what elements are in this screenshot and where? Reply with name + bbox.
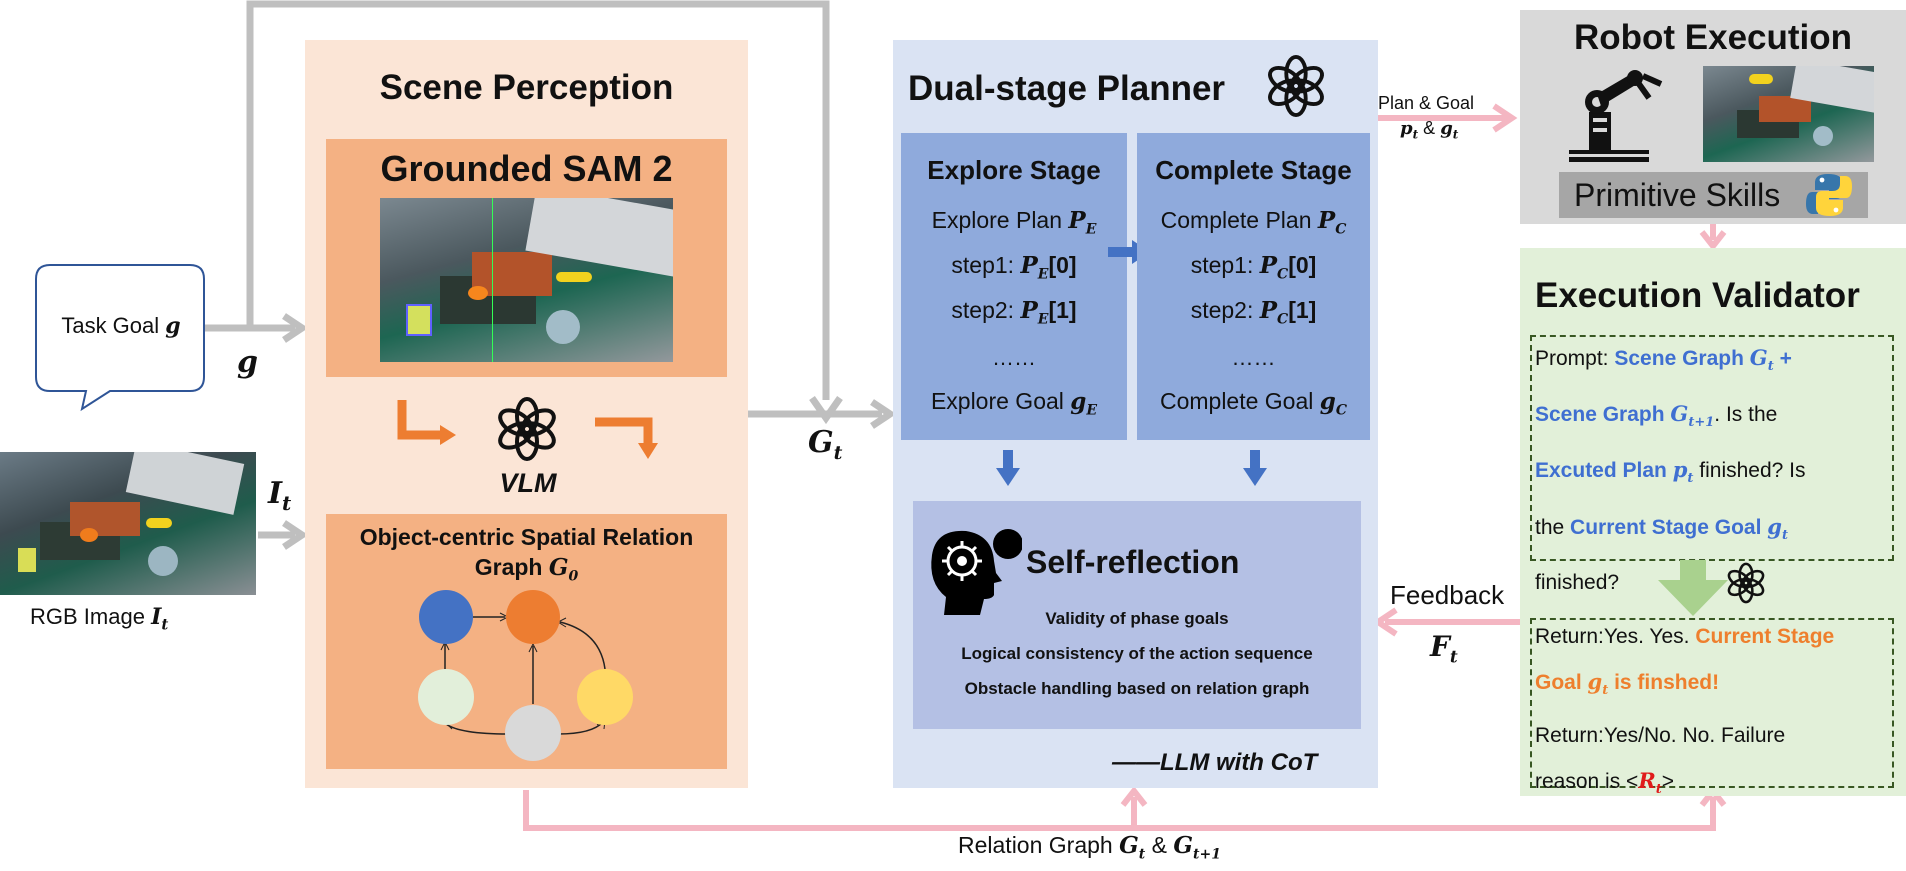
validator-openai-icon xyxy=(1727,562,1765,604)
complete-step1: step1: PC[0] xyxy=(1190,252,1317,283)
validator-prompt-box xyxy=(1530,335,1894,561)
goal-edge-label: g xyxy=(237,345,258,380)
execution-validator-title: Execution Validator xyxy=(1535,276,1860,315)
validator-prompt-text: Prompt: Scene Graph Gt + Scene Graph Gt+… xyxy=(1535,345,1806,594)
brain-head-icon xyxy=(931,529,1022,615)
self-reflection-title: Self-reflection xyxy=(1026,544,1240,580)
complete-step2: step2: PC[1] xyxy=(1190,297,1317,328)
self-reflection-box xyxy=(913,501,1361,729)
validator-down-arrow xyxy=(1658,560,1728,616)
scene-perception-title: Scene Perception xyxy=(379,68,674,107)
relation-graph-nodes xyxy=(418,590,633,761)
goal-loop-arrowhead xyxy=(809,395,843,425)
explore-goal: Explore Goal gE xyxy=(930,388,1098,419)
planner-openai-icon xyxy=(1268,54,1324,118)
reflection-item-2: Logical consistency of the action sequen… xyxy=(961,644,1313,663)
robot-arm-icon xyxy=(1569,70,1663,162)
image-edge-label: It xyxy=(268,476,292,515)
relation-graph-title-1: Object-centric Spatial Relation xyxy=(359,524,694,550)
feedback-label: Feedback xyxy=(1390,580,1505,610)
robot-photo xyxy=(1703,66,1874,162)
graph-node-gray xyxy=(505,705,561,761)
gt-edge-label: Gt xyxy=(808,425,843,464)
relation-graph-title-2: Graph G0 xyxy=(474,554,579,585)
sam-segmentation-image xyxy=(380,198,673,362)
relation-graph-line xyxy=(523,790,1716,831)
validator-return-box xyxy=(1530,618,1894,788)
task-goal-label: Task Goal g xyxy=(61,313,181,339)
complete-dots: …… xyxy=(1231,345,1276,370)
planner-title: Dual-stage Planner xyxy=(908,69,1226,108)
goal-loop-line xyxy=(246,0,830,400)
validator-return-text: Return:Yes. Yes. Current Stage Goal gt i… xyxy=(1535,625,1835,798)
python-icon xyxy=(1806,174,1852,216)
explore-plan: Explore Plan PE xyxy=(931,207,1097,238)
graph-node-green xyxy=(418,669,474,725)
complete-down-arrow xyxy=(1243,450,1267,486)
reflection-item-3: Obstacle handling based on relation grap… xyxy=(964,679,1310,698)
graph-node-yellow xyxy=(577,669,633,725)
llm-cot-label: ——LLM with CoT xyxy=(1112,749,1318,776)
complete-stage-box xyxy=(1137,133,1370,440)
relation-graph-label: Relation Graph Gt & Gt+1 xyxy=(958,832,1221,863)
explore-stage-title: Explore Stage xyxy=(927,155,1101,185)
task-goal-bubble xyxy=(35,264,205,412)
reflection-item-1: Validity of phase goals xyxy=(1045,609,1229,628)
execution-validator-panel xyxy=(1520,248,1906,796)
complete-goal: Complete Goal gC xyxy=(1159,388,1348,419)
primitive-skills-label: Primitive Skills xyxy=(1574,177,1781,213)
sam-title: Grounded SAM 2 xyxy=(380,148,673,189)
graph-node-orange xyxy=(506,590,560,644)
robot-execution-title: Robot Execution xyxy=(1573,18,1853,57)
complete-plan: Complete Plan PC xyxy=(1160,207,1347,238)
rgb-image xyxy=(0,452,256,595)
explore-stage-box xyxy=(901,133,1127,440)
explore-down-arrow xyxy=(996,450,1020,486)
feedback-symbol: Ft xyxy=(1430,630,1458,668)
graph-node-blue xyxy=(419,590,473,644)
openai-icon xyxy=(498,397,556,461)
rgb-image-label: RGB Image It xyxy=(30,604,169,634)
explore-step2: step2: PE[1] xyxy=(951,297,1077,328)
vlm-arrows xyxy=(397,400,658,459)
explore-dots: …… xyxy=(992,345,1036,370)
explore-step1: step1: PE[0] xyxy=(951,252,1077,283)
vlm-label: VLM xyxy=(499,468,557,498)
plan-goal-label: Plan & Goal xyxy=(1378,93,1475,113)
plan-goal-symbols: pt & gt xyxy=(1400,118,1459,142)
complete-stage-title: Complete Stage xyxy=(1155,155,1352,185)
